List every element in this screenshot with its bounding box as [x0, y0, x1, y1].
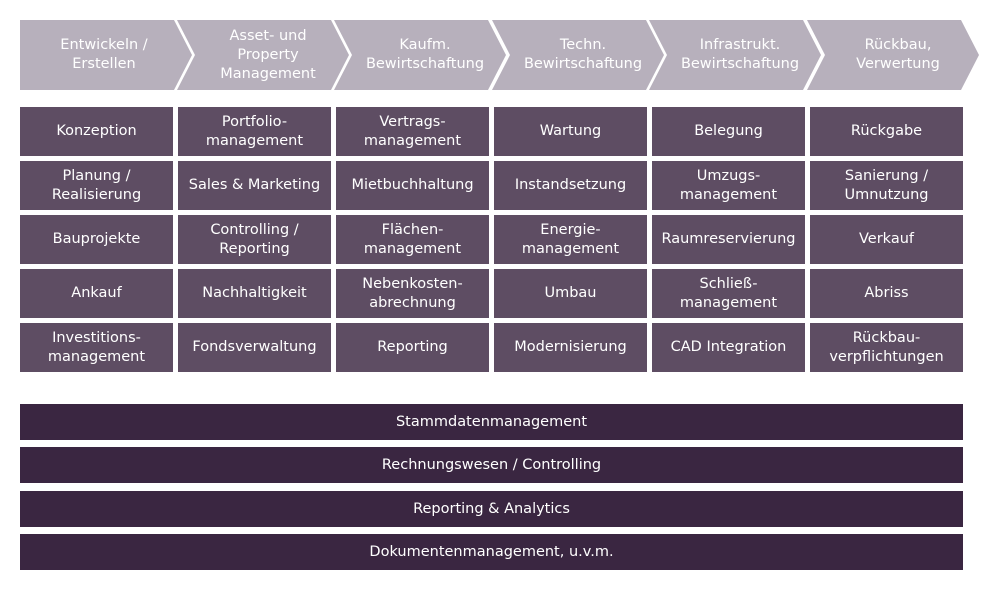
task-cell: Rückbau- verpflichtungen — [810, 323, 963, 372]
task-cell: Controlling / Reporting — [178, 215, 331, 264]
task-cell: Fondsverwaltung — [178, 323, 331, 372]
task-cell: Schließ- management — [652, 269, 805, 318]
phase-header: Asset- und Property Management — [177, 20, 349, 90]
task-cell: Instandsetzung — [494, 161, 647, 210]
foundation-bar: Rechnungswesen / Controlling — [20, 447, 963, 483]
phase-header: Infrastrukt. Bewirtschaftung — [649, 20, 821, 90]
foundation-bar: Dokumentenmanagement, u.v.m. — [20, 534, 963, 570]
task-cell: Sanierung / Umnutzung — [810, 161, 963, 210]
task-cell: Wartung — [494, 107, 647, 156]
task-cell: Konzeption — [20, 107, 173, 156]
task-cell: Abriss — [810, 269, 963, 318]
task-cell: Sales & Marketing — [178, 161, 331, 210]
task-cell: Rückgabe — [810, 107, 963, 156]
task-cell: Umbau — [494, 269, 647, 318]
task-cell: Belegung — [652, 107, 805, 156]
task-cell: Flächen- management — [336, 215, 489, 264]
phase-header: Entwickeln / Erstellen — [20, 20, 192, 90]
task-cell: Portfolio- management — [178, 107, 331, 156]
task-cell: CAD Integration — [652, 323, 805, 372]
task-cell: Raumreservierung — [652, 215, 805, 264]
phase-header: Rückbau, Verwertung — [807, 20, 979, 90]
task-cell: Investitions- management — [20, 323, 173, 372]
task-cell: Planung / Realisierung — [20, 161, 173, 210]
task-cell: Modernisierung — [494, 323, 647, 372]
task-cell: Energie- management — [494, 215, 647, 264]
task-cell: Vertrags- management — [336, 107, 489, 156]
task-cell: Verkauf — [810, 215, 963, 264]
task-cell: Reporting — [336, 323, 489, 372]
phase-header: Kaufm. Bewirtschaftung — [334, 20, 506, 90]
task-cell: Ankauf — [20, 269, 173, 318]
task-cell: Bauprojekte — [20, 215, 173, 264]
task-cell: Mietbuchhaltung — [336, 161, 489, 210]
task-cell: Nebenkosten- abrechnung — [336, 269, 489, 318]
foundation-bar: Stammdatenmanagement — [20, 404, 963, 440]
foundation-bar: Reporting & Analytics — [20, 491, 963, 527]
phase-header: Techn. Bewirtschaftung — [492, 20, 664, 90]
task-cell: Umzugs- management — [652, 161, 805, 210]
task-cell: Nachhaltigkeit — [178, 269, 331, 318]
